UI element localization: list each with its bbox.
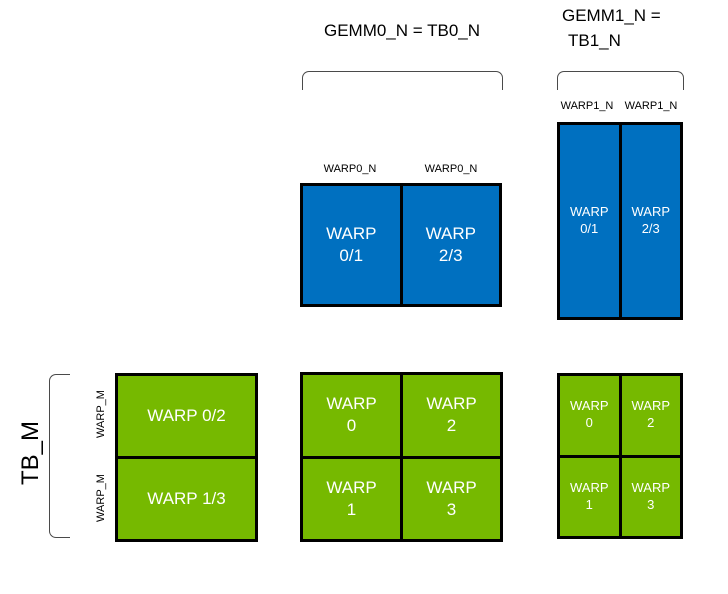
warp-word: WARP	[426, 394, 477, 414]
warp-id: 0	[346, 416, 357, 436]
gemm1-c-warp-0-cell: WARP 0	[560, 376, 619, 455]
gemm1-n-bracket	[557, 71, 684, 90]
gemm1-c-warp-3-cell: WARP 3	[621, 457, 680, 536]
warp-ids: 0/1	[580, 221, 599, 236]
warp-ids: 2/3	[438, 246, 463, 265]
warp1-n-label-0: WARP1_N	[560, 100, 614, 112]
warp-id: 1	[346, 499, 357, 519]
warp-m-label-1: WARP_M	[95, 474, 107, 522]
a-tile: WARP 0/2 WARP 1/3	[115, 373, 258, 542]
gemm1-n-title-line2: TB1_N	[568, 30, 621, 50]
warp-ids: 0/1	[339, 246, 364, 265]
warp-id: 0	[585, 415, 593, 431]
gemm1-c-warp-1-cell: WARP 1	[560, 457, 619, 536]
gemm1-b-warp-0-1-cell: WARP 0/1	[560, 125, 619, 317]
a-warp-0-2-row: WARP 0/2	[118, 376, 255, 456]
warp-id: 3	[446, 499, 457, 519]
gemm1-c-tile: WARP 0 WARP 2 WARP 1 WARP 3	[557, 373, 683, 539]
gemm1-n-title: GEMM1_N = TB1_N	[562, 4, 702, 53]
a-warp-1-3-row: WARP 1/3	[118, 459, 255, 539]
gemm1-b-tile: WARP 0/1 WARP 2/3	[557, 122, 683, 320]
warp-word: WARP	[569, 398, 609, 414]
gemm0-c-warp-3-cell: WARP 3	[403, 458, 500, 539]
warp-word: WARP	[631, 479, 671, 495]
gemm0-n-bracket	[302, 71, 503, 90]
warp-ids: 2/3	[641, 221, 660, 236]
warp-word: WARP	[326, 223, 377, 243]
warp-word: WARP	[569, 204, 609, 220]
gemm0-n-title: GEMM0_N = TB0_N	[323, 21, 481, 40]
tb-m-label: TB_M	[17, 420, 44, 485]
gemm0-c-warp-2-cell: WARP 2	[403, 375, 500, 456]
warp-m-label-0: WARP_M	[95, 390, 107, 438]
warp-id: 2	[446, 416, 457, 436]
gemm1-n-title-line1: GEMM1_N =	[562, 6, 661, 25]
warp1-n-label-1: WARP1_N	[624, 100, 678, 112]
warp-word: WARP	[326, 477, 377, 497]
gemm0-c-tile: WARP 0 WARP 2 WARP 1 WARP 3	[300, 372, 503, 542]
gemm0-b-warp-2-3-cell: WARP 2/3	[402, 186, 499, 304]
gemm0-c-warp-1-cell: WARP 1	[303, 458, 400, 539]
warp-id: 2	[647, 415, 655, 431]
gemm0-b-tile: WARP 0/1 WARP 2/3	[300, 183, 502, 307]
gemm1-c-warp-2-cell: WARP 2	[621, 376, 680, 455]
warp-word: WARP	[326, 394, 377, 414]
warp-word: WARP	[425, 223, 476, 243]
warp-word: WARP	[426, 477, 477, 497]
warp0-n-label-0: WARP0_N	[323, 163, 377, 175]
tb-m-bracket	[49, 374, 70, 538]
gemm0-b-warp-0-1-cell: WARP 0/1	[303, 186, 400, 304]
warp-id: 3	[647, 496, 655, 512]
warp-word: WARP	[569, 479, 609, 495]
warp0-n-label-1: WARP0_N	[424, 163, 478, 175]
warp-id: 1	[585, 496, 593, 512]
warp-word: WARP	[631, 204, 671, 220]
gemm0-c-warp-0-cell: WARP 0	[303, 375, 400, 456]
warp-word: WARP	[631, 398, 671, 414]
gemm1-b-warp-2-3-cell: WARP 2/3	[621, 125, 680, 317]
